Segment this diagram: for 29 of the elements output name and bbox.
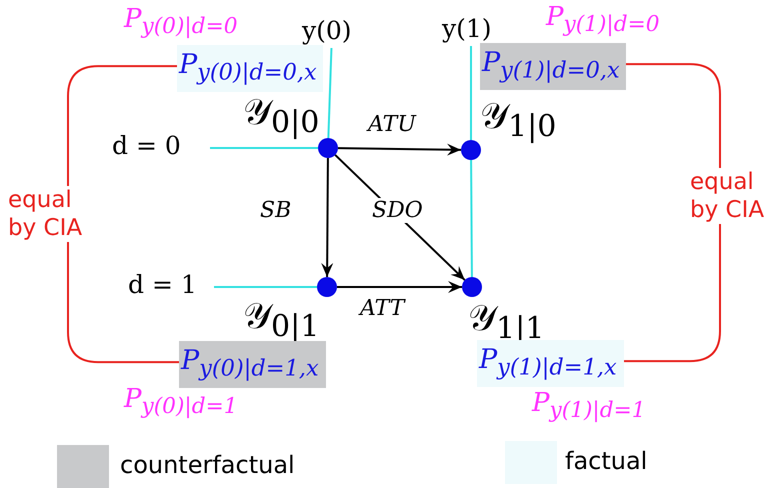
arrow	[321, 158, 334, 278]
connector-line	[470, 46, 472, 140]
math-label: 𝒴$_{0|0}$	[243, 92, 320, 140]
connector-line	[67, 65, 179, 364]
legend-label: factual	[565, 447, 648, 475]
point-marker	[317, 277, 337, 297]
arrow	[338, 144, 462, 156]
connector-line	[470, 160, 473, 277]
probability-box: P$_{y(0)|d=1,x}$	[179, 341, 326, 388]
arrow	[337, 281, 462, 293]
point-marker	[462, 277, 482, 297]
probability-box: P$_{y(1)|d=1,x}$	[477, 340, 624, 387]
axis-label: d = 1	[128, 270, 214, 304]
point-marker	[318, 138, 338, 158]
probability-box: P$_{y(0)|d=0,x}$	[177, 45, 323, 92]
math-label: P$_{y(1)|d=1}$	[532, 388, 646, 424]
edge-label: SDO	[372, 198, 423, 223]
probability-box: P$_{y(1)|d=0,x}$	[480, 43, 626, 90]
math-label: P$_{y(0)|d=0}$	[124, 4, 238, 40]
axis-label: y(0)	[302, 16, 362, 48]
axis-label: y(1)	[442, 14, 500, 46]
connector-line	[327, 48, 332, 138]
connector-line	[214, 286, 317, 288]
connector-line	[210, 147, 318, 149]
math-label: 𝒴$_{1|0}$	[480, 96, 556, 144]
axis-label: d = 0	[112, 131, 210, 165]
point-marker	[461, 140, 481, 160]
math-label: P$_{y(1)|d=0}$	[546, 2, 660, 38]
legend-label: counterfactual	[120, 451, 295, 479]
